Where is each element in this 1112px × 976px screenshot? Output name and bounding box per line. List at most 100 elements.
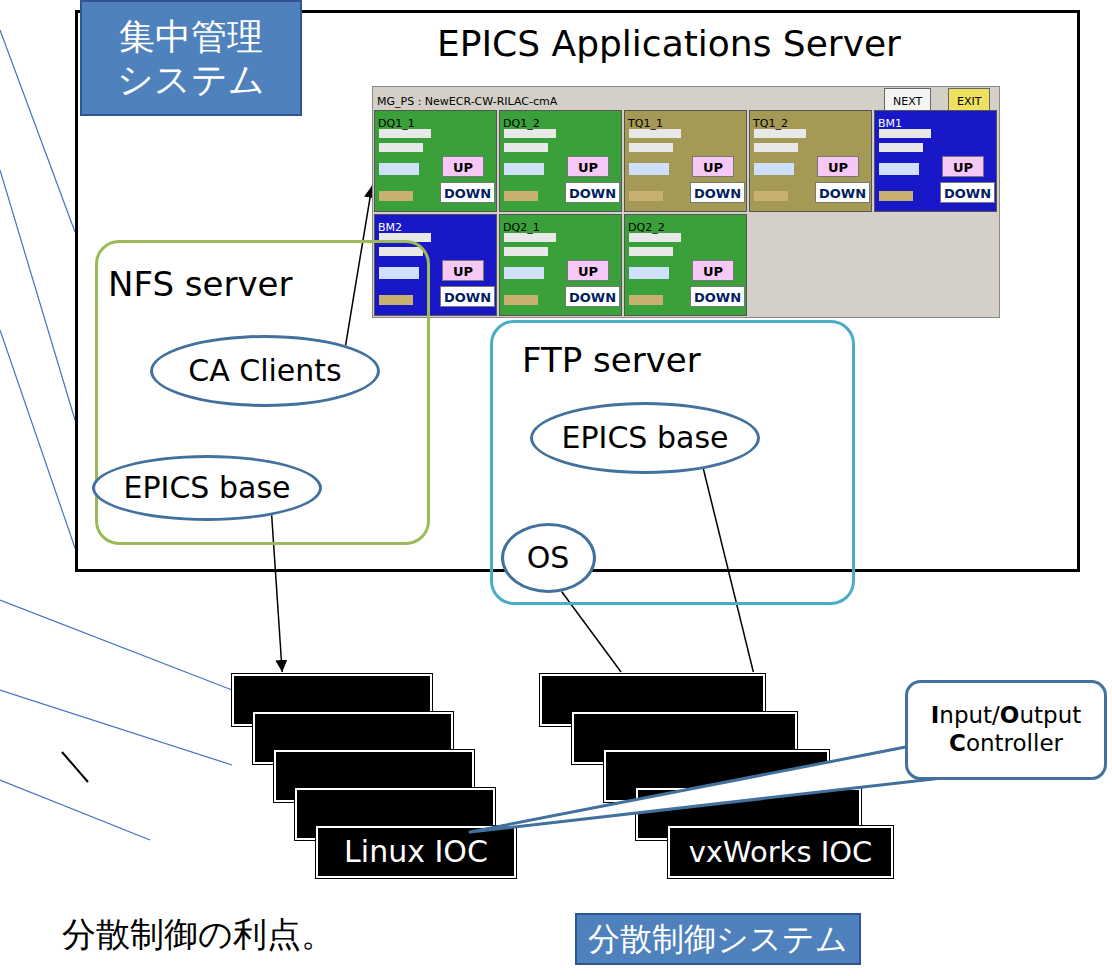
panel-readout (379, 247, 423, 256)
group-tag: 集中管理 システム (80, 0, 302, 116)
panel-readout (504, 191, 538, 201)
button-label: DOWN (694, 290, 741, 305)
panel-readout (504, 143, 548, 152)
panel-readout (504, 295, 538, 305)
button-label: DOWN (944, 186, 991, 201)
ioc-box: vxWorks IOC (668, 826, 893, 878)
text-slot: DQ2_1 (503, 216, 540, 235)
button-label: DOWN (569, 186, 616, 201)
panel-readout (379, 163, 419, 175)
software-ellipse: EPICS base (530, 402, 760, 474)
button-label: UP (578, 160, 598, 175)
text-slot: CA Clients (153, 338, 377, 404)
text-slot: UP (567, 156, 609, 177)
button-label: UP (578, 264, 598, 279)
text-slot: MG_PS : NewECR-CW-RILAC-cmA (377, 90, 557, 109)
text-slot: EPICS base (533, 405, 757, 471)
panel-readout (629, 163, 669, 175)
button-label: UP (453, 264, 473, 279)
text-slot: DOWN (940, 182, 995, 203)
text-slot: BM2 (378, 216, 402, 235)
panel-readout (504, 129, 556, 138)
text-slot: UP (692, 156, 734, 177)
button-label: DOWN (569, 290, 616, 305)
panel-readout (504, 233, 556, 242)
arrow-fragment (62, 752, 88, 782)
box-heading: DQ1_1 (378, 117, 415, 130)
text-slot: DOWN (565, 286, 620, 307)
device-panel: DQ2_2UP DOWN (624, 214, 747, 316)
panel-readout (754, 163, 794, 175)
box-heading: FTP server (522, 340, 701, 380)
node-label: EPICS base (562, 420, 729, 456)
button-label: UP (828, 160, 848, 175)
panel-readout (379, 295, 413, 305)
nfs-server-box: NFS server CA ClientsEPICS base (95, 240, 430, 545)
panel-readout (629, 267, 669, 279)
node-label: EPICS base (124, 470, 291, 506)
text-slot: DOWN (815, 182, 870, 203)
button-label: NEXT (893, 95, 922, 108)
panel-readout (754, 143, 798, 152)
node-label: CA Clients (188, 353, 342, 389)
device-panel: TQ1_1UPDOWN (624, 110, 747, 212)
button-label: UP (703, 160, 723, 175)
panel-readout (379, 129, 431, 138)
connector (272, 515, 282, 672)
box-heading: EPICS Applications Server (437, 23, 901, 64)
panel-readout (629, 247, 673, 256)
box-heading: DQ1_2 (503, 117, 540, 130)
leader-line (0, 780, 150, 840)
leader-line (0, 600, 232, 690)
panel-readout (629, 191, 663, 201)
panel-readout (379, 191, 413, 201)
text-slot: DQ1_1 (378, 112, 415, 131)
panel-readout (754, 129, 806, 138)
text-slot: 分散制御システム (577, 915, 859, 963)
box-heading: NFS server (108, 264, 292, 304)
box-heading: BM2 (378, 221, 402, 234)
panel-readout (504, 247, 548, 256)
callout-tail (470, 744, 951, 832)
button-label: UP (703, 264, 723, 279)
panel-readout (504, 267, 544, 279)
panel-readout (879, 143, 923, 152)
screenshot-window: MG_PS : NewECR-CW-RILAC-cmANEXTEXITDQ1_1… (372, 86, 1000, 318)
text-slot: TQ1_2 (753, 112, 788, 131)
text-slot: BM1 (878, 112, 902, 131)
panel-readout (879, 191, 913, 201)
text-slot: UP (692, 260, 734, 281)
box-heading: BM1 (878, 117, 902, 130)
leader-line (0, 330, 75, 548)
note-slot: 分散制御の利点。 (62, 914, 335, 955)
button-label: DOWN (444, 186, 491, 201)
box-heading: DQ2_2 (628, 221, 665, 234)
text-slot: NFS server (108, 264, 292, 305)
leader-line (0, 170, 75, 420)
leader-line (0, 30, 75, 232)
panel-readout (504, 163, 544, 175)
panel-readout (754, 191, 788, 201)
text-slot: DQ1_2 (503, 112, 540, 131)
panel-readout (879, 129, 931, 138)
node-label: OS (527, 540, 570, 576)
text-slot: UP (942, 156, 984, 177)
ftp-server-box: FTP serverEPICS baseOS (490, 320, 855, 605)
box-heading: DQ2_1 (503, 221, 540, 234)
text-slot: EPICS Applications Server (437, 22, 901, 65)
software-ellipse: EPICS base (92, 455, 322, 521)
text-slot: DOWN (565, 182, 620, 203)
panel-readout (379, 143, 423, 152)
text-slot: UP (442, 260, 484, 281)
device-panel: DQ1_2UP DOWN (499, 110, 622, 212)
text-slot: Input/Output Controller (905, 680, 1107, 780)
button-label: DOWN (444, 290, 491, 305)
device-panel: BM1UP DOWN (874, 110, 997, 212)
button-label: UP (953, 160, 973, 175)
device-panel: DQ2_1UP DOWN (499, 214, 622, 316)
panel-readout (379, 267, 419, 279)
ioc-box: Linux IOC (316, 826, 516, 878)
text-slot: 集中管理 システム (82, 2, 300, 114)
ioc-stack: Linux IOC (232, 672, 518, 882)
text-slot: EPICS base (95, 458, 319, 518)
